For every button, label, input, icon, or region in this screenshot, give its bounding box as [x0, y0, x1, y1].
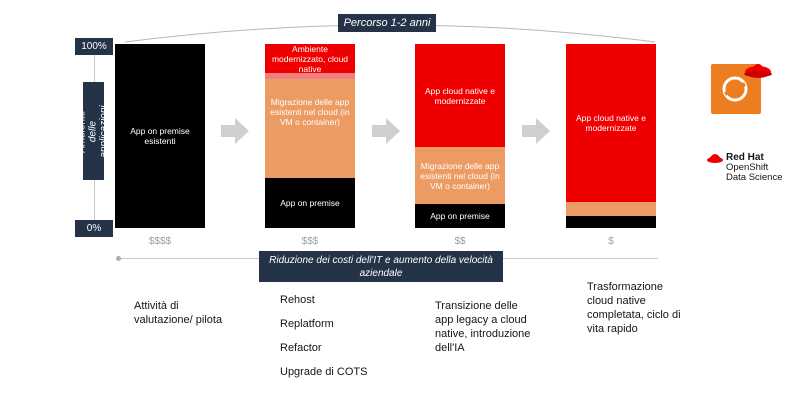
step-item: Transizione delle app legacy a cloud nat…	[435, 300, 531, 354]
timeline-label-text: Percorso 1-2 anni	[343, 17, 431, 29]
cost-label: $$$$	[148, 236, 172, 247]
cost-label: $	[608, 236, 614, 247]
bar-column-3: App cloud native e modernizzate Migrazio…	[415, 44, 505, 228]
segment-cloud-native: App cloud native e modernizzate	[566, 44, 656, 202]
steps-column-2: Rehost Replatform Refactor Upgrade di CO…	[280, 293, 400, 389]
y-axis-bottom-label: 0%	[75, 220, 113, 237]
logo-brand: Red Hat	[726, 152, 764, 163]
segment-migration	[566, 202, 656, 216]
cost-label: $$	[454, 236, 466, 247]
timeline-label: Percorso 1-2 anni	[338, 14, 436, 32]
step-item: Rehost	[280, 294, 315, 306]
red-hat-icon	[707, 154, 723, 163]
arrow-right-icon	[372, 118, 400, 144]
steps-column-3: Transizione delle app legacy a cloud nat…	[435, 299, 535, 365]
bar-column-1: App on premise esistenti	[115, 44, 205, 228]
segment-migration: Migrazione delle app esistenti nel cloud…	[415, 147, 505, 204]
step-item: Refactor	[280, 342, 322, 354]
logo-product-name: OpenShift	[726, 162, 769, 173]
y-axis-top-label: 100%	[75, 38, 113, 55]
segment-cloud-native: Ambiente modernizzato, cloud native	[265, 44, 355, 74]
segment-cloud-native: App cloud native e modernizzate	[415, 44, 505, 147]
y-axis-label: Ambiente delle applicazioni	[77, 82, 110, 180]
segment-on-premise-existing: App on premise esistenti	[115, 44, 205, 228]
cost-axis-start-dot	[116, 256, 121, 261]
bar-column-2: Ambiente modernizzato, cloud native Migr…	[265, 44, 355, 228]
segment-on-premise: App on premise	[415, 204, 505, 228]
cost-label: $$$	[301, 236, 319, 247]
step-item: Trasformazione cloud native completata, …	[587, 281, 681, 335]
cost-axis-label: Riduzione dei costi dell'IT e aumento de…	[259, 251, 503, 282]
segment-migration: Migrazione delle app esistenti nel cloud…	[265, 79, 355, 178]
steps-column-4: Trasformazione cloud native completata, …	[587, 280, 682, 346]
step-item: Attività di valutazione/ pilota	[134, 300, 223, 326]
step-item: Replatform	[280, 318, 334, 330]
openshift-logo-icon	[711, 64, 772, 114]
step-item: Upgrade di COTS	[280, 366, 368, 378]
steps-column-1: Attività di valutazione/ pilota	[134, 299, 224, 337]
bar-column-4: App cloud native e modernizzate	[566, 44, 656, 228]
segment-on-premise	[566, 216, 656, 228]
segment-pink-band	[265, 73, 355, 79]
segment-on-premise: App on premise	[265, 178, 355, 228]
logo-product-sub: Data Science	[726, 172, 783, 183]
arrow-right-icon	[522, 118, 550, 144]
arrow-right-icon	[221, 118, 249, 144]
